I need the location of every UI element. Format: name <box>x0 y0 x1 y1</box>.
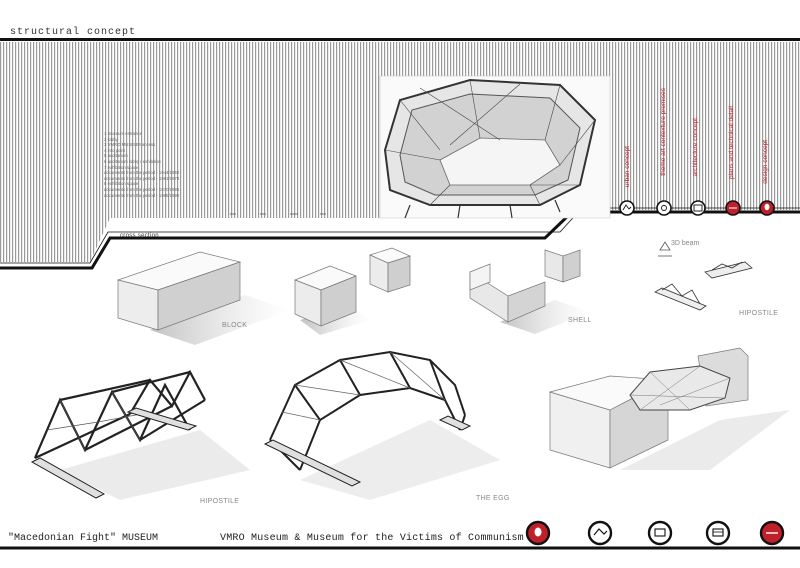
footer-urban-icon[interactable] <box>587 520 613 546</box>
legend-item: 2 lobby <box>104 136 118 142</box>
legend-item: 5 auditorium <box>104 153 128 159</box>
legend-item: 3 VMRO MUSEUM access <box>104 142 156 148</box>
legend-item: documents from the period - 1970/1985 <box>104 186 180 192</box>
top-rule <box>0 38 800 41</box>
footer-architecture-icon[interactable] <box>705 520 731 546</box>
footer-subtitle: VMRO Museum & Museum for the Victims of … <box>220 533 524 544</box>
urban-icon[interactable] <box>619 200 635 216</box>
concept-label-theme: theme art contexture premises <box>660 88 667 176</box>
caption-egg: THE EGG <box>476 495 510 502</box>
block-box-diagram <box>116 251 290 345</box>
footer-project-title: "Macedonian Fight" MUSEUM <box>8 533 159 544</box>
concept-nav-top <box>619 200 775 216</box>
legend-item: documents from the period - 1961/1970 <box>104 175 180 181</box>
concept-nav-footer <box>525 520 785 546</box>
concept-label-architecture: architecture concept <box>692 118 699 177</box>
legend-item: documents from the period - 1944/1960 <box>104 170 180 176</box>
caption-hipostile-small: HIPOSTILE <box>739 310 779 317</box>
legend-item: 1 museum entrance <box>104 131 142 136</box>
cross-section-label: cross section <box>120 233 159 239</box>
egg-frame-diagram <box>263 350 500 500</box>
footer-design-icon[interactable] <box>525 520 551 546</box>
caption-shell: SHELL <box>568 317 592 324</box>
shell-with-egg-diagram <box>548 347 790 470</box>
concept-label-plans: plans and technical detail <box>728 106 735 179</box>
theme-icon[interactable] <box>656 200 672 216</box>
3d-beam-icon <box>658 241 672 257</box>
plans-icon[interactable] <box>725 200 741 216</box>
page-title: structural concept <box>10 27 137 38</box>
hipostile-truss-diagram <box>30 369 250 500</box>
caption-block: BLOCK <box>222 322 248 329</box>
design-icon[interactable] <box>759 200 775 216</box>
caption-hipostile-large: HIPOSTILE <box>200 498 240 505</box>
hipostile-small-diagram <box>654 261 753 311</box>
footer-theme-icon[interactable] <box>647 520 673 546</box>
egg-section-detail <box>379 75 611 219</box>
section-legend: 1 museum entrance 2 lobby 3 VMRO MUSEUM … <box>104 131 214 198</box>
legend-item: 8 exhibition space <box>104 181 139 187</box>
shell-diagram <box>469 249 590 334</box>
legend-item: 7 exhibition space <box>104 164 139 170</box>
architecture-icon[interactable] <box>690 200 706 216</box>
concept-label-design: design concept <box>762 140 769 184</box>
footer-plans-icon[interactable] <box>759 520 785 546</box>
legend-item: 6 auditorium lobby / exhibition <box>104 158 161 164</box>
split-block-diagram <box>294 247 411 335</box>
concept-label-urban: urban concept <box>624 146 631 188</box>
legend-item: 4 info point <box>104 147 126 153</box>
legend-item: documents from the period - 1985/1990 <box>104 192 180 198</box>
caption-3d-beam: 3D beam <box>671 240 700 247</box>
